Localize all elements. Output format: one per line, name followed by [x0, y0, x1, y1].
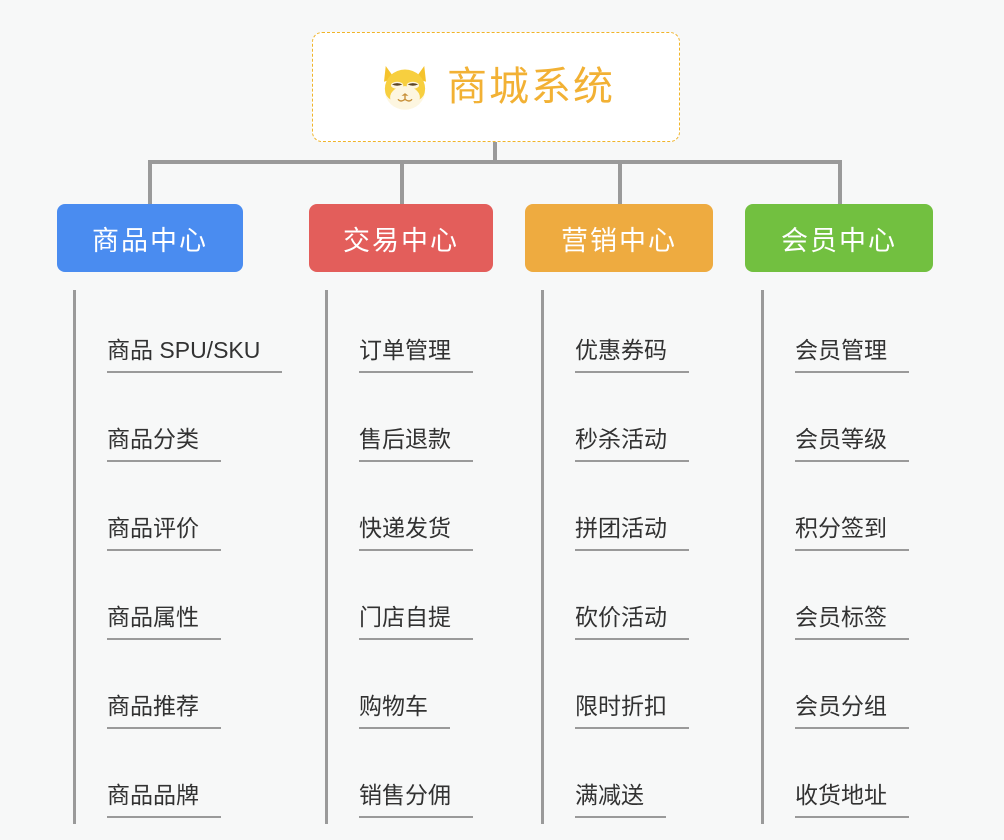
connector-horizontal-bus [148, 160, 842, 164]
list-item[interactable]: 门店自提 [325, 557, 493, 646]
list-item-label: 商品 SPU/SKU [107, 337, 283, 373]
category-header-member[interactable]: 会员中心 [745, 204, 933, 272]
category-column-product: 商品中心 商品 SPU/SKU 商品分类 商品评价 商品属性 商品推荐 商品品牌 [57, 204, 287, 824]
category-items-member: 会员管理 会员等级 积分签到 会员标签 会员分组 收货地址 [745, 290, 933, 824]
category-items-trade: 订单管理 售后退款 快递发货 门店自提 购物车 销售分佣 [309, 290, 493, 824]
list-item[interactable]: 会员分组 [761, 646, 933, 735]
category-label: 交易中心 [343, 225, 459, 256]
list-item[interactable]: 销售分佣 [325, 735, 493, 824]
list-item-label: 商品评价 [107, 515, 221, 551]
list-item[interactable]: 积分签到 [761, 468, 933, 557]
category-label: 会员中心 [781, 225, 897, 256]
list-item-label: 门店自提 [359, 604, 473, 640]
list-item-label: 积分签到 [795, 515, 909, 551]
list-item-label: 会员标签 [795, 604, 909, 640]
list-item-label: 拼团活动 [575, 515, 689, 551]
list-item[interactable]: 砍价活动 [541, 557, 713, 646]
connector-drop-4 [838, 160, 842, 206]
list-item-label: 优惠券码 [575, 337, 689, 373]
list-item-label: 限时折扣 [575, 693, 689, 729]
category-column-marketing: 营销中心 优惠券码 秒杀活动 拼团活动 砍价活动 限时折扣 满减送 [525, 204, 713, 824]
category-header-marketing[interactable]: 营销中心 [525, 204, 713, 272]
list-item-label: 购物车 [359, 693, 450, 729]
list-item[interactable]: 会员标签 [761, 557, 933, 646]
connector-root-stem [493, 142, 497, 162]
list-item[interactable]: 秒杀活动 [541, 379, 713, 468]
category-items-marketing: 优惠券码 秒杀活动 拼团活动 砍价活动 限时折扣 满减送 [525, 290, 713, 824]
category-column-trade: 交易中心 订单管理 售后退款 快递发货 门店自提 购物车 销售分佣 [309, 204, 493, 824]
list-item-label: 订单管理 [359, 337, 473, 373]
list-item[interactable]: 商品评价 [73, 468, 287, 557]
list-item-label: 商品品牌 [107, 782, 221, 818]
list-item[interactable]: 限时折扣 [541, 646, 713, 735]
category-label: 营销中心 [561, 225, 677, 256]
list-item-label: 商品属性 [107, 604, 221, 640]
list-item[interactable]: 售后退款 [325, 379, 493, 468]
list-item[interactable]: 满减送 [541, 735, 713, 824]
category-header-trade[interactable]: 交易中心 [309, 204, 493, 272]
list-item[interactable]: 商品 SPU/SKU [73, 290, 287, 379]
category-column-member: 会员中心 会员管理 会员等级 积分签到 会员标签 会员分组 收货地址 [745, 204, 933, 824]
list-item[interactable]: 订单管理 [325, 290, 493, 379]
connector-drop-3 [618, 160, 622, 206]
list-item[interactable]: 商品推荐 [73, 646, 287, 735]
list-item-label: 会员等级 [795, 426, 909, 462]
list-item[interactable]: 商品分类 [73, 379, 287, 468]
list-item-label: 收货地址 [795, 782, 909, 818]
list-item-label: 商品推荐 [107, 693, 221, 729]
category-header-product[interactable]: 商品中心 [57, 204, 243, 272]
root-node[interactable]: 商城系统 [312, 32, 680, 142]
root-title: 商城系统 [447, 65, 615, 109]
list-item-label: 快递发货 [359, 515, 473, 551]
list-item-label: 满减送 [575, 782, 666, 818]
dog-face-icon [377, 59, 433, 115]
connector-drop-2 [400, 160, 404, 206]
connector-drop-1 [148, 160, 152, 206]
list-item[interactable]: 商品品牌 [73, 735, 287, 824]
list-item-label: 秒杀活动 [575, 426, 689, 462]
list-item[interactable]: 会员等级 [761, 379, 933, 468]
list-item-label: 商品分类 [107, 426, 221, 462]
list-item[interactable]: 快递发货 [325, 468, 493, 557]
list-item[interactable]: 商品属性 [73, 557, 287, 646]
list-item[interactable]: 购物车 [325, 646, 493, 735]
category-items-product: 商品 SPU/SKU 商品分类 商品评价 商品属性 商品推荐 商品品牌 [57, 290, 287, 824]
list-item[interactable]: 会员管理 [761, 290, 933, 379]
list-item-label: 销售分佣 [359, 782, 473, 818]
list-item-label: 砍价活动 [575, 604, 689, 640]
list-item[interactable]: 收货地址 [761, 735, 933, 824]
list-item[interactable]: 优惠券码 [541, 290, 713, 379]
list-item[interactable]: 拼团活动 [541, 468, 713, 557]
category-label: 商品中心 [92, 225, 208, 256]
list-item-label: 会员分组 [795, 693, 909, 729]
list-item-label: 会员管理 [795, 337, 909, 373]
list-item-label: 售后退款 [359, 426, 473, 462]
